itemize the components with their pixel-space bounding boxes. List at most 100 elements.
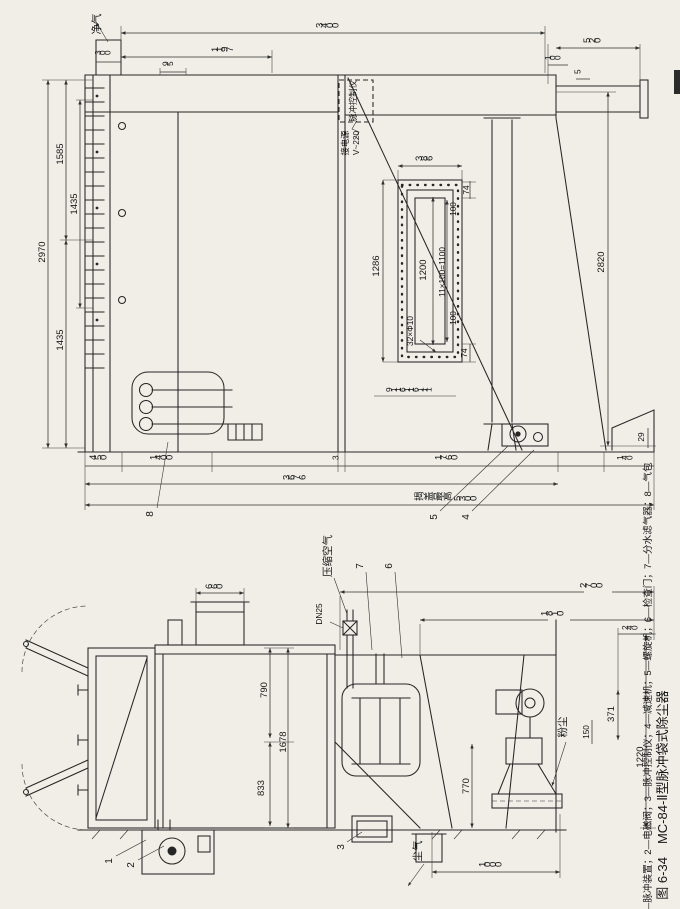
dim-1220: 1220 [635, 746, 646, 767]
dim-2700: 2700 [578, 583, 605, 588]
controller-front-panel [356, 820, 388, 838]
door-swing-arcs [21, 605, 89, 831]
rivet-dot [95, 262, 99, 266]
dim-11x100: 11×100=1100 [437, 247, 447, 297]
screw-conveyor-drive [501, 423, 549, 447]
dim-833: 833 [256, 780, 267, 796]
dim-74b: 74 [459, 348, 469, 358]
door-mid-frame [406, 189, 454, 353]
clean-air-arrow-icon [95, 21, 109, 43]
dim-1760: 1760 [433, 455, 460, 460]
door-slot [414, 197, 446, 345]
dim-386: 386 [414, 156, 436, 161]
dim-door-chain: 9116116111 [384, 387, 433, 392]
view-front-elevation: 压缩空气 DN25 7 6 2700 1810 240 660 790 1678… [21, 535, 656, 887]
coupling-icon [532, 431, 544, 443]
dim-95: 95 [160, 61, 175, 66]
door-bay-opening [95, 655, 148, 821]
bag-hanger-ticks [85, 87, 105, 369]
inlet-fitting [415, 833, 443, 863]
dim-3: 3 [331, 455, 341, 460]
dim-1286: 1286 [371, 255, 382, 276]
view-a-extension-lines [42, 26, 656, 510]
dn25-leader [329, 621, 344, 629]
figure-title: 图 6-34 MC-84-Ⅱ型脉冲袋式除尘器 [655, 690, 670, 899]
blower-hub-dot [167, 846, 177, 856]
body-casing [154, 644, 336, 829]
blower-icon [158, 837, 186, 865]
rivet-dot [95, 150, 99, 154]
power-label-line1: 接电源 [340, 130, 350, 156]
open-door-panels [25, 639, 89, 797]
compressed-air-leader [333, 577, 348, 615]
door-handle-icon [22, 640, 30, 648]
leader-line-6 [394, 571, 403, 659]
dim-100a: 100 [448, 202, 458, 216]
dim-29: 29 [636, 432, 646, 442]
dim-3400: 3400 [314, 23, 341, 28]
dim-2820: 2820 [596, 251, 607, 272]
leader-line-8 [156, 441, 169, 509]
dim-450: 450 [88, 455, 110, 460]
small-stack [167, 619, 183, 646]
solenoid-valve [197, 835, 211, 853]
dim-790: 790 [259, 682, 270, 698]
door-bolt-holes [400, 183, 460, 359]
wall-bolt-icon [117, 208, 127, 218]
view-side-elevation: 净气 300 95 1197 3400 520 100 5 脉冲控制仪 接电源 … [37, 13, 656, 520]
pulse-device [141, 829, 215, 875]
leader-5: 5 [429, 514, 440, 520]
dim-2970: 2970 [37, 241, 48, 262]
dust-arrow-icon [551, 741, 567, 787]
blowpipe-header [341, 683, 421, 777]
motor-mount [495, 689, 523, 715]
wall-bolt-icon [117, 121, 127, 131]
leader-6: 6 [384, 563, 395, 569]
figure-parts-list: 1—脉冲装置；2—电磁阀；3—脉冲控制仪；4—减速机；5—螺旋机；6—检查门；7… [642, 462, 654, 909]
dim-74a: 74 [461, 185, 471, 195]
dim-150: 150 [581, 725, 591, 739]
scan-artifact [674, 70, 680, 94]
leader-line-1 [115, 839, 147, 857]
dim-1435b: 1435 [69, 193, 80, 214]
dim-1000: 1000 [477, 862, 504, 867]
leader-8: 8 [145, 511, 156, 517]
leader-7: 7 [355, 563, 366, 569]
dim-5: 5 [573, 69, 583, 74]
pulse-valve-icon [138, 399, 154, 415]
wall-bolt-icon [117, 295, 127, 305]
pulse-valve-icon [138, 382, 154, 398]
dim-770: 770 [461, 778, 472, 794]
dim-140: 140 [615, 455, 634, 460]
dusty-gas-arrow-icon [407, 863, 425, 887]
dim-371: 371 [606, 706, 617, 722]
leader-line-7 [365, 571, 373, 651]
air-reservoir [131, 371, 225, 435]
leader-2: 2 [126, 862, 137, 868]
leader-4: 4 [461, 514, 472, 520]
leader-line-2 [137, 845, 165, 861]
door-outer-frame [397, 179, 463, 363]
dim-1200: 1200 [418, 259, 429, 280]
motor-shaft-icon [524, 697, 536, 709]
leader-1: 1 [104, 858, 115, 864]
leader-32xphi10 [419, 339, 437, 353]
dim-660: 660 [204, 584, 226, 589]
dn25-label: DN25 [314, 603, 324, 625]
compressed-air-label: 压缩空气 [321, 535, 334, 577]
leader-line-5 [439, 445, 509, 512]
dust-label: 粉尘 [556, 716, 569, 737]
view-b-linework [77, 601, 567, 835]
dim-1435a: 1435 [55, 329, 66, 350]
dim-1400: 1400 [148, 455, 175, 460]
dim-520: 520 [582, 38, 604, 43]
rivet-dot [95, 94, 99, 98]
dim-1810: 1810 [539, 611, 566, 616]
outlet-pipe-flange [639, 79, 649, 119]
door-handle-icon [22, 788, 30, 796]
rivet-dot [95, 318, 99, 322]
leader-line-4 [471, 449, 535, 512]
leader-3: 3 [336, 844, 347, 850]
dim-3676: 3676 [281, 475, 308, 480]
